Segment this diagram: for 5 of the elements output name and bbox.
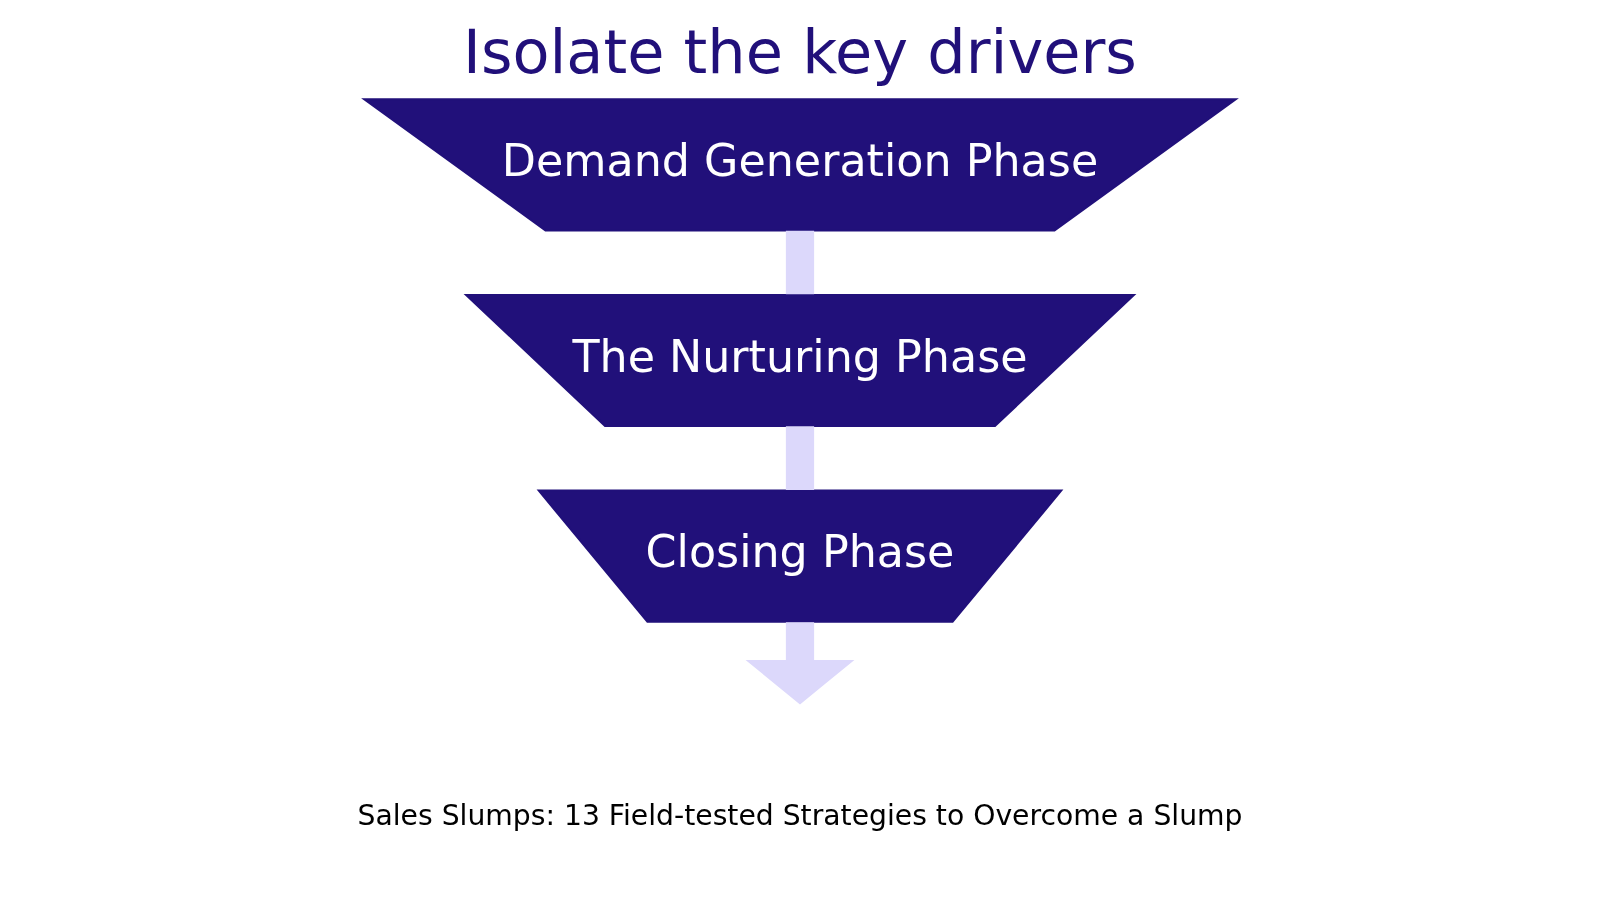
caption: Sales Slumps: 13 Field-tested Strategies to Overcome a Slump (357, 799, 1243, 833)
diagram-title: Isolate the key drivers (463, 17, 1137, 88)
connector (785, 230, 815, 295)
arrow (745, 622, 855, 705)
connector (785, 426, 815, 490)
